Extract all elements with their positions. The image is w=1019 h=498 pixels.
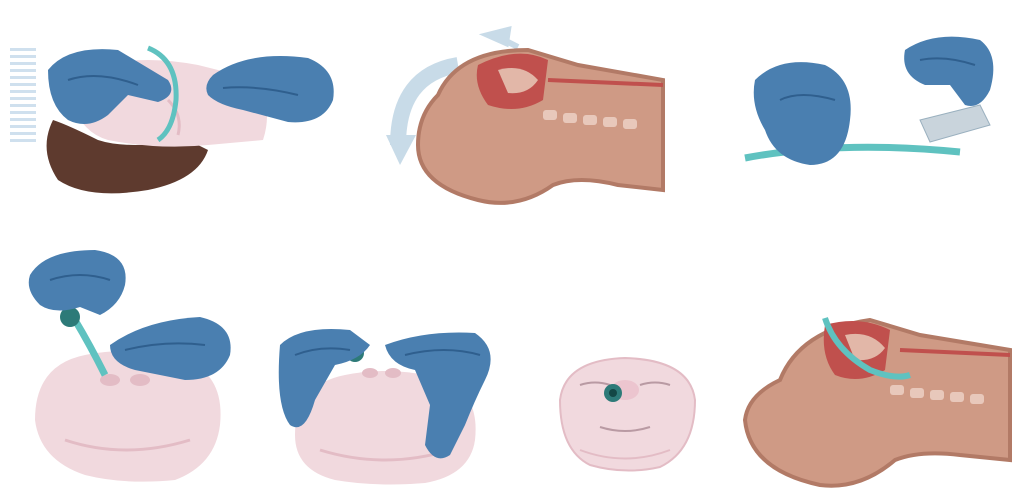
head-measurement-illustration [8,40,348,200]
face [560,358,695,471]
airway-cross-section-illustration [378,25,678,215]
advance-airway-illustration [275,325,500,485]
left-glove [754,62,851,165]
airway-in-place-section-illustration [740,310,1015,495]
small-arrow-icon [488,30,518,47]
lubricant-packet [920,105,990,142]
ruler-marks [10,48,36,142]
lubricate-airway-illustration [740,30,1010,180]
upper-glove [29,250,126,315]
right-glove [904,37,993,106]
insert-nostril-illustration [25,245,250,485]
airway-in-place-face-illustration [555,355,700,475]
